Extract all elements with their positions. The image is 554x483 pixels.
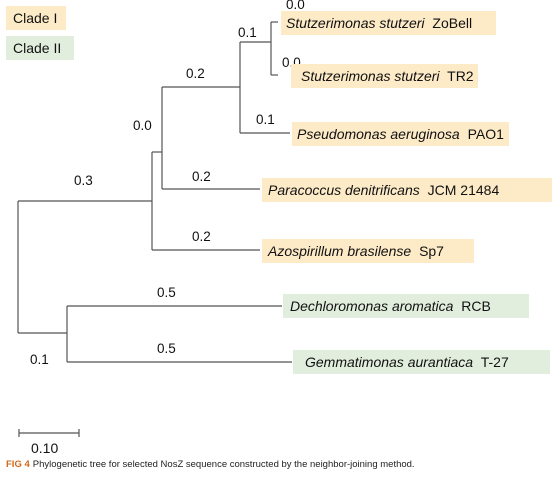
taxon-jcm: Paracoccus denitrificans JCM 21484 — [262, 178, 552, 202]
taxon-label-t27: Gemmatimonas aurantiaca T-27 — [305, 354, 509, 370]
scale-bar: 0.10 — [18, 429, 80, 456]
taxon-bg-sp7 — [262, 239, 474, 263]
taxon-zobell: Stutzerimonas stutzeri ZoBell — [281, 11, 496, 35]
taxon-bg-t27 — [293, 350, 550, 374]
branch-length-alpha: 0.0 — [133, 118, 152, 133]
branch-length-labels: 0.3 0.0 0.2 0.1 0.0 0.0 0.1 0.2 0.2 0.5 … — [30, 0, 305, 367]
branch-length-pseudo: 0.2 — [186, 66, 205, 81]
branch-length-main: 0.3 — [74, 173, 93, 188]
taxon-species-tr2: Stutzerimonas stutzeri — [301, 68, 440, 84]
legend-label-clade-2: Clade II — [13, 40, 61, 56]
taxon-strain-zobell: ZoBell — [432, 15, 472, 31]
taxon-species-pao1: Pseudomonas aeruginosa — [297, 126, 460, 142]
legend-swatch-clade-1 — [6, 6, 66, 30]
taxon-label-rcb: Dechloromonas aromatica RCB — [290, 298, 491, 314]
scale-bar-label: 0.10 — [31, 440, 58, 456]
taxon-bg-tr2 — [291, 64, 478, 88]
branch-length-rcb: 0.5 — [157, 285, 176, 300]
legend: Clade I Clade II — [6, 6, 74, 60]
branch-length-jcm: 0.2 — [192, 169, 211, 184]
legend-label-clade-1: Clade I — [13, 10, 57, 26]
taxon-bg-jcm — [262, 178, 552, 202]
legend-swatch-clade-2 — [6, 36, 74, 60]
taxon-label-tr2: Stutzerimonas stutzeri TR2 — [301, 68, 474, 84]
branch-length-t27: 0.5 — [157, 341, 176, 356]
taxon-strain-rcb: RCB — [461, 298, 491, 314]
taxon-species-jcm: Paracoccus denitrificans — [268, 182, 420, 198]
figure-caption-label: FIG 4 — [6, 459, 30, 470]
taxon-species-zobell: Stutzerimonas stutzeri — [286, 15, 425, 31]
taxon-strain-jcm: JCM 21484 — [428, 182, 500, 198]
taxon-tr2: Stutzerimonas stutzeri TR2 — [291, 64, 478, 88]
taxon-label-jcm: Paracoccus denitrificans JCM 21484 — [268, 182, 499, 198]
taxon-bg-zobell — [281, 11, 496, 35]
branch-length-zobell: 0.0 — [286, 0, 305, 12]
taxon-species-t27: Gemmatimonas aurantiaca — [305, 354, 473, 370]
taxon-strain-t27: T-27 — [481, 354, 509, 370]
legend-item-clade-2: Clade II — [6, 36, 74, 60]
taxon-label-sp7: Azospirillum brasilense Sp7 — [267, 243, 444, 259]
taxon-bg-pao1 — [292, 122, 509, 146]
branch-length-stutz: 0.1 — [238, 25, 257, 40]
branch-length-beta: 0.1 — [30, 352, 49, 367]
taxon-labels: Stutzerimonas stutzeri ZoBell Stutzerimo… — [262, 11, 552, 374]
taxon-strain-pao1: PAO1 — [468, 126, 505, 142]
taxon-pao1: Pseudomonas aeruginosa PAO1 — [292, 122, 509, 146]
taxon-species-rcb: Dechloromonas aromatica — [290, 298, 454, 314]
taxon-species-sp7: Azospirillum brasilense — [267, 243, 411, 259]
taxon-label-pao1: Pseudomonas aeruginosa PAO1 — [297, 126, 504, 142]
taxon-strain-sp7: Sp7 — [419, 243, 444, 259]
taxon-t27: Gemmatimonas aurantiaca T-27 — [293, 350, 550, 374]
taxon-label-zobell: Stutzerimonas stutzeri ZoBell — [286, 15, 472, 31]
branch-length-sp7: 0.2 — [192, 229, 211, 244]
tree-branches — [17, 21, 292, 363]
branch-length-pao1: 0.1 — [256, 112, 275, 127]
taxon-sp7: Azospirillum brasilense Sp7 — [262, 239, 474, 263]
figure-caption-text: Phylogenetic tree for selected NosZ sequ… — [32, 459, 415, 470]
taxon-bg-rcb — [283, 294, 529, 318]
legend-item-clade-1: Clade I — [6, 6, 66, 30]
taxon-strain-tr2: TR2 — [447, 68, 474, 84]
taxon-rcb: Dechloromonas aromatica RCB — [283, 294, 529, 318]
